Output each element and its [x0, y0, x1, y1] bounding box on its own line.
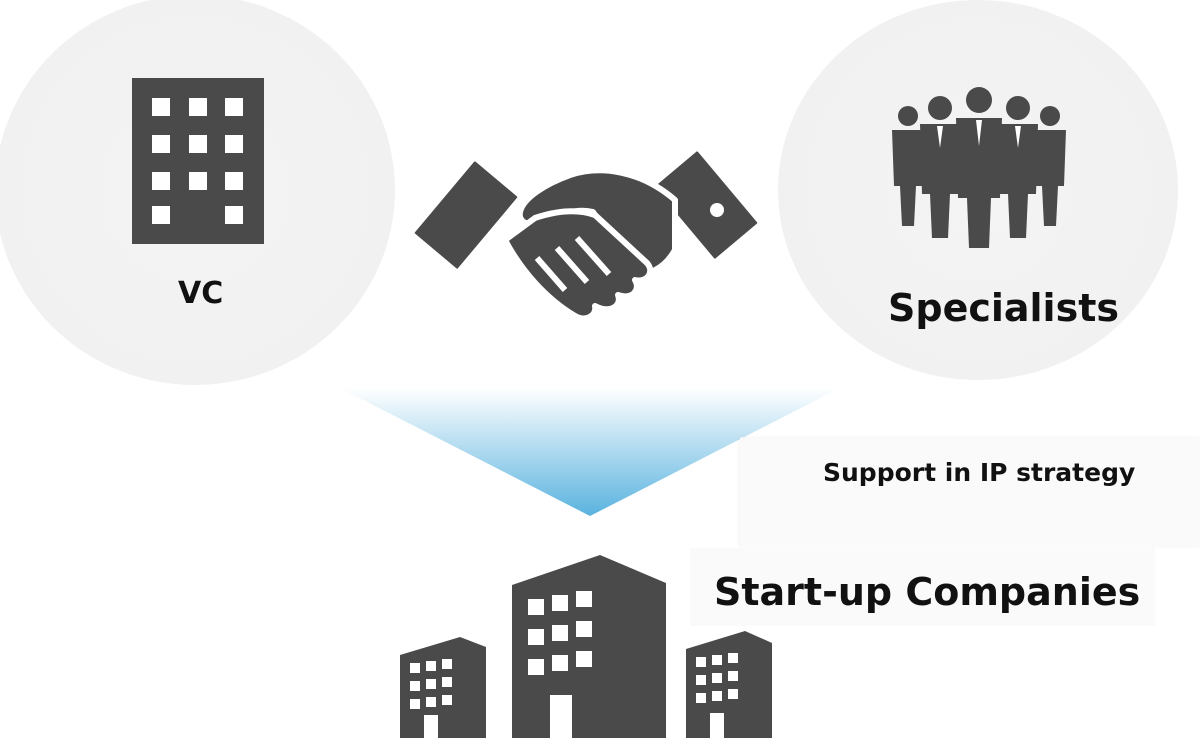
- startup-label-box: [690, 548, 1155, 626]
- support-label-box: [740, 437, 1200, 547]
- support-label: Support in IP strategy: [823, 458, 1136, 487]
- vc-label: VC: [178, 276, 224, 311]
- handshake-icon: [408, 145, 764, 322]
- down-funnel-arrow: [340, 388, 840, 516]
- office-building-icon: [132, 78, 264, 244]
- specialists-label: Specialists: [888, 286, 1119, 330]
- startup-label: Start-up Companies: [714, 570, 1141, 614]
- buildings-icon: [400, 555, 772, 738]
- group-of-people-icon: [892, 87, 1066, 248]
